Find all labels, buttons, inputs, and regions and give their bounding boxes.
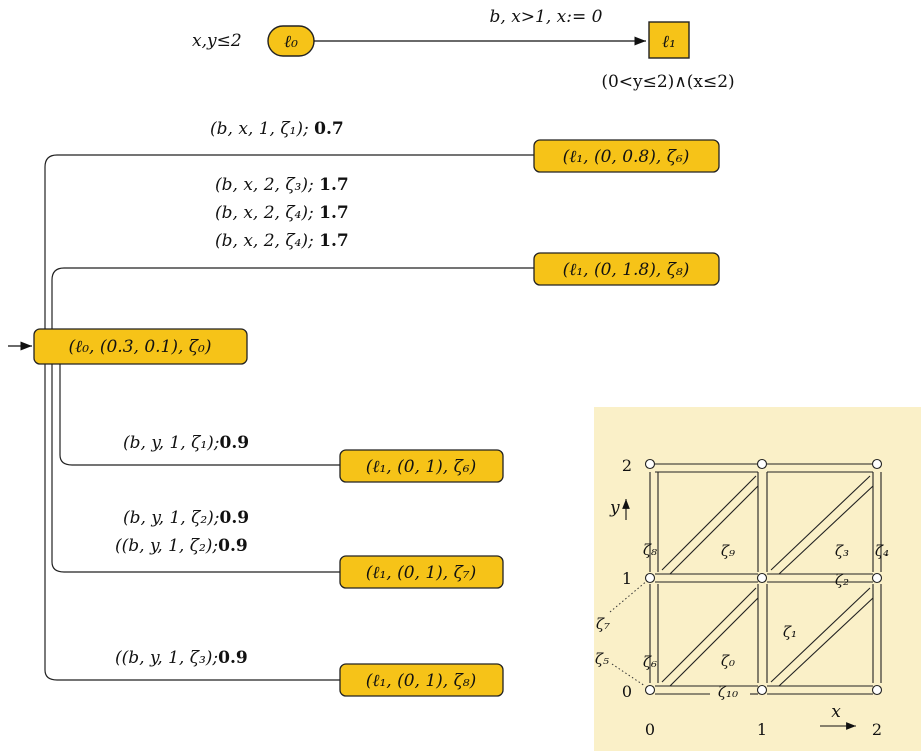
zeta-label-3: ζ₃ <box>835 542 849 560</box>
edge-path-1 <box>44 154 534 329</box>
zeta5-pointer <box>611 663 646 687</box>
zeta-label-2: ζ₂ <box>835 571 849 589</box>
tree-node-1-label: (ℓ₁, (0, 0.8), ζ₆) <box>563 147 690 167</box>
x-tick-2: 2 <box>872 720 882 739</box>
tree-node-3-label: (ℓ₁, (0, 1), ζ₆) <box>366 457 477 477</box>
tree-node-4-label: (ℓ₁, (0, 1), ζ₇) <box>366 563 477 583</box>
edge-label-4b: ((b, y, 1, ζ₂);0.9 <box>115 536 248 556</box>
edge-path-2 <box>51 267 534 329</box>
zeta-label-10: ζ₁₀ <box>718 683 738 701</box>
zeta-label-6: ζ₆ <box>643 653 657 671</box>
edge-path-4 <box>51 364 340 573</box>
edge-path-3 <box>59 364 340 466</box>
zeta-label-7: ζ₇ <box>596 615 610 633</box>
y-tick-2: 2 <box>622 456 632 475</box>
location-l0-label: ℓ₀ <box>284 32 298 52</box>
location-l1 <box>648 21 690 59</box>
y-axis-label: y <box>609 498 620 518</box>
edge-label-3: (b, y, 1, ζ₁);0.9 <box>123 433 249 453</box>
edge-label-2b: (b, x, 2, ζ₄); 1.7 <box>215 203 349 223</box>
zeta-label-9: ζ₉ <box>721 542 735 560</box>
l1-invariant: (0<y≤2)∧(x≤2) <box>601 72 734 92</box>
zeta-label-0: ζ₀ <box>721 652 735 670</box>
edge-label-2a: (b, x, 2, ζ₃); 1.7 <box>215 175 349 195</box>
tree-node-2-label: (ℓ₁, (0, 1.8), ζ₈) <box>563 260 690 280</box>
x-tick-0: 0 <box>645 720 655 739</box>
zeta-label-5: ζ₅ <box>595 650 609 668</box>
grid-points <box>644 458 883 696</box>
tree-node-1 <box>533 139 720 173</box>
tree-node-5-label: (ℓ₁, (0, 1), ζ₈) <box>366 671 477 691</box>
x-axis-label: x <box>831 702 841 722</box>
tree-node-4 <box>339 555 504 589</box>
root-node-label: (ℓ₀, (0.3, 0.1), ζ₀) <box>69 337 212 357</box>
edge-label-5: ((b, y, 1, ζ₃);0.9 <box>115 648 248 668</box>
edge-path-5 <box>44 364 340 681</box>
tree-node-5 <box>339 663 504 697</box>
tree-node-3 <box>339 449 504 483</box>
regions-grid <box>649 463 882 695</box>
zeta-label-4: ζ₄ <box>875 542 889 560</box>
tree-node-2 <box>533 252 720 286</box>
edge-label-1: (b, x, 1, ζ₁); 0.7 <box>210 119 344 139</box>
l0-invariant: x,y≤2 <box>192 31 242 51</box>
automaton-edge-label: b, x>1, x:= 0 <box>490 7 603 27</box>
root-node <box>33 328 248 365</box>
y-tick-0: 0 <box>622 682 632 701</box>
zeta-label-8: ζ₈ <box>643 541 657 559</box>
location-l1-label: ℓ₁ <box>662 32 676 52</box>
zeta-label-1: ζ₁ <box>783 623 797 641</box>
edge-label-4a: (b, y, 1, ζ₂);0.9 <box>123 508 249 528</box>
x-tick-1: 1 <box>757 720 767 739</box>
zeta7-pointer <box>609 579 649 613</box>
edge-label-2c: (b, x, 2, ζ₄); 1.7 <box>215 231 349 251</box>
y-tick-1: 1 <box>622 569 632 588</box>
